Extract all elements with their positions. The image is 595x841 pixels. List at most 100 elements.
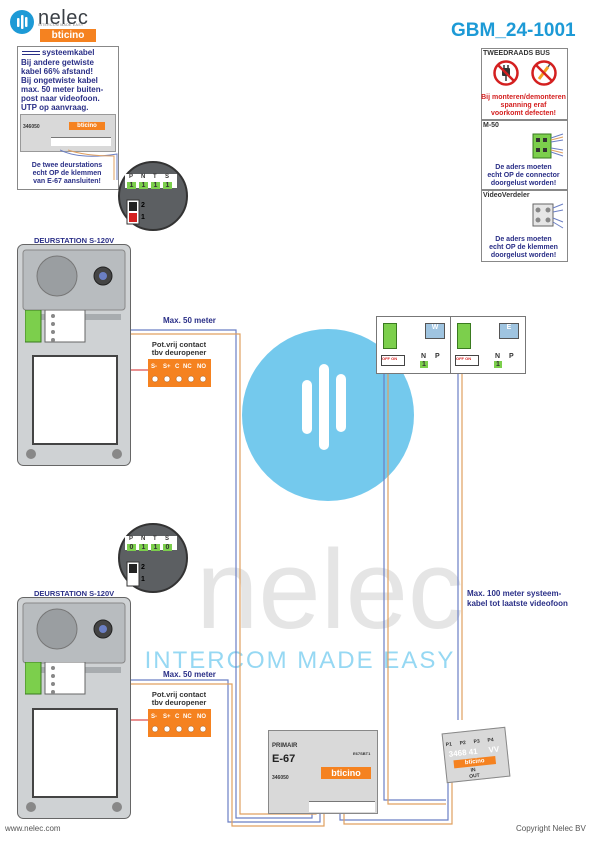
verdeler-line-3: doorgelust worden! [490,252,557,259]
s2-contact-title-2: tbv deuropener [151,698,207,707]
s1-term-no: NO [197,364,206,370]
s1-switch-num-2: 2 [141,202,145,209]
s2-contact-screws [151,725,207,733]
vf1-switch: OFF ON [381,355,405,366]
s2-dip-label-n: N [141,536,146,542]
vf2-screen-label: E [506,324,512,331]
verdeler-line-2: echt OP de klemmen [489,244,558,251]
s1-switch-num-1: 1 [141,214,145,221]
warning-line-3: voorkomt defecten! [491,110,556,117]
mini-device-code: 346050 [23,124,40,130]
vf1-screen: W [425,323,445,339]
s2-term-s-plus: S+ [163,714,171,720]
legend-bottom-line-1: De twee deurstations [31,162,103,169]
mini-e67-image: 346050 bticino [20,114,116,152]
bticino-logo: bticino [40,29,96,42]
mini-wires [60,149,118,180]
m50-box [481,120,568,190]
vf2-screen: E [499,323,519,339]
vf2-switch: OFF ON [455,355,479,366]
s1-contact-block [148,359,211,387]
s2-dip-label-p: P [129,536,134,542]
vf1-connector [383,323,397,349]
vf1-p-label: P [435,353,440,360]
vf2-p-label: P [509,353,514,360]
e67-name: E-67 [272,753,296,765]
legend-line-1: Bij andere getwiste [21,58,94,67]
s1-dip-label-n: N [141,174,146,180]
footer-copyright: Copyright Nelec BV [516,824,586,833]
legend-line-5: post naar videofoon. [21,94,100,103]
station2-terminal-block [25,662,86,695]
station1-terminal-block [25,310,86,343]
s1-dip-label-s: S [165,174,170,180]
s2-dip-value-t: 1 [151,544,160,551]
wire-vf1-blue [383,372,446,801]
s1-cable-label: Max. 50 meter [163,316,216,325]
s1-dip-value-p: 1 [127,182,136,189]
max100-line-2: kabel tot laatste videofoon [467,599,568,608]
legend-line-6: UTP op aanvraag. [21,103,89,112]
vf2-value: 1 [494,361,502,368]
brand-logo-icon [10,10,34,34]
legend-line-4: max. 50 meter buiten- [21,85,104,94]
e67-model-small: E67SBT1 [353,751,371,756]
legend-line-3: Bij ongetwiste kabel [21,76,98,85]
videofoon-2: E OFF ON N P 1 [450,316,526,374]
station2-title: DEURSTATION S-120V [34,589,115,598]
s2-switch-num-2: 2 [141,564,145,571]
watermark-word: nelec [196,527,464,652]
station1-panel [17,244,131,466]
footer-website: www.nelec.com [5,824,61,833]
systeemkabel-label: systeemkabel [42,48,95,57]
s2-dip-value-s: 0 [163,544,172,551]
warning-box [481,48,568,120]
wire-station2-orange [90,683,325,827]
s2-dip-value-n: 1 [139,544,148,551]
videoverdeler-title: VideoVerdeler [483,192,530,199]
station1-title: DEURSTATION S-120V [34,236,115,245]
s2-term-c: C [175,714,180,720]
vf1-value: 1 [420,361,428,368]
e67-code: 346050 [272,775,289,781]
wire-station2-blue [90,679,321,823]
vv-vv: VV [488,744,500,755]
vv-out: OUT [468,772,481,780]
e67-device: PRIMAIR E-67 E67SBT1 346050 bticino [268,730,378,814]
s2-dip-label-t: T [153,536,157,542]
s1-dip-value-t: 1 [151,182,160,189]
wire-vf1-orange [387,372,446,805]
doc-title: GBM_24-1001 [451,20,576,41]
s2-term-nc: NC [183,714,192,720]
s1-contact-screws [151,375,207,383]
s2-switch-num-1: 1 [141,576,145,583]
vv-port-3: P3 [473,738,481,746]
wire-e67-verdeler-orange [343,776,453,825]
m50-line-2: echt OP de connector [487,172,560,179]
mini-terminals [51,137,111,146]
s2-term-no: NO [197,714,206,720]
vf2-n-label: N [495,353,501,360]
s1-dip-value-s: 1 [163,182,172,189]
verdeler-line-1: De aders moeten [495,236,552,243]
e67-label-top: PRIMAIR [272,743,298,749]
s1-contact-title-1: Pot.vrij contact [151,340,207,349]
vf1-n-label: N [421,353,427,360]
legend-bottom-line-3: van E-67 aansluiten! [33,178,101,185]
station2-panel [17,597,131,819]
vf2-switch-label: OFF ON [456,356,472,361]
e67-brand: bticino [321,767,371,779]
no-screwdriver-icon [531,60,557,86]
s2-dip-value-p: 0 [127,544,136,551]
m50-line-1: De aders moeten [495,164,552,171]
watermark-tagline: INTERCOM MADE EASY [145,647,456,674]
s1-dip-label-p: P [129,174,134,180]
mini-device-brand: bticino [69,122,105,130]
vf1-screen-label: W [431,324,439,331]
vf1-switch-label: OFF ON [382,356,398,361]
m50-connector-image [532,133,564,159]
e67-terminal-strip [309,801,375,812]
videoverdeler-device: P1 P2 P3 P4 3468 41 VV bticino IN OUT [441,726,511,784]
verdeler-terminal-image [532,203,564,229]
